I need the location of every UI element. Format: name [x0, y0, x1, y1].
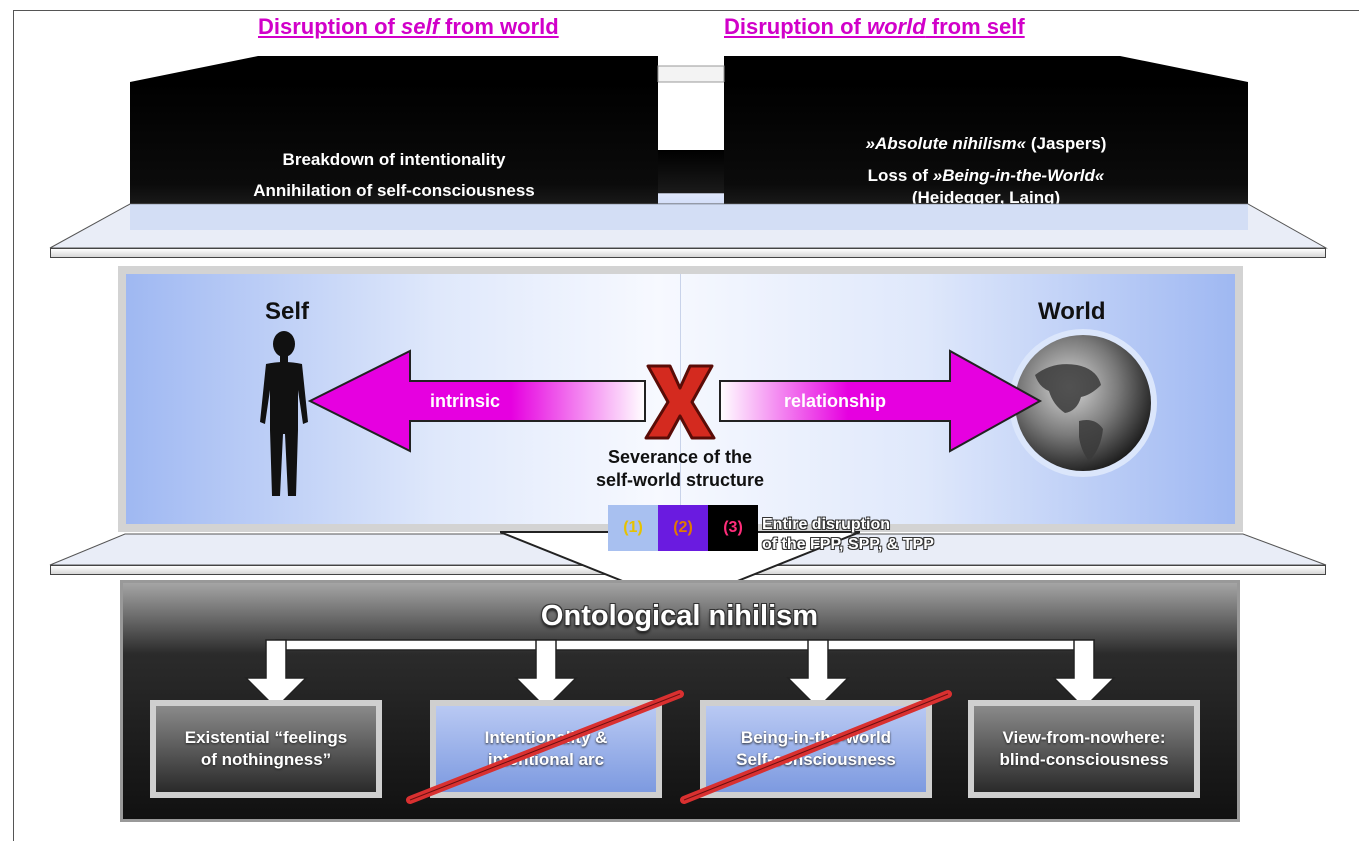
intrinsic-relationship-arrow: [307, 349, 1043, 453]
ontological-nihilism-title: Ontological nihilism: [540, 600, 819, 632]
world-label: World: [1038, 298, 1106, 325]
view-from-nowhere-box: View-from-nowhere: blind-consciousness: [968, 700, 1200, 798]
heading-self-from-world: Disruption of self from world: [258, 14, 559, 40]
branch-arrows: [244, 639, 1116, 710]
heading-left-part1: Disruption of: [258, 14, 401, 39]
heading-left-em: self: [400, 14, 439, 39]
globe-icon: [1009, 329, 1157, 477]
upper-shelf-edge: [50, 248, 1326, 258]
top-right-line3: (Heidegger, Laing): [911, 188, 1061, 207]
self-label: Self: [265, 298, 310, 325]
arrow-relationship-text: relationship: [784, 391, 887, 411]
top-roof-shapes: [130, 56, 1248, 83]
being-in-the-world-text: »Being-in-the-World«: [932, 166, 1105, 185]
top-left-line1: Breakdown of intentionality: [282, 150, 506, 169]
existential-line2: of nothingness”: [200, 750, 332, 769]
absolute-nihilism-text: »Absolute nihilism«: [865, 134, 1027, 153]
heading-left-part2: from world: [438, 14, 559, 39]
heading-world-from-self: Disruption of world from self: [724, 14, 1025, 40]
top-right-line2: Loss of »Being-in-the-World«: [724, 166, 1248, 186]
spp-number-box: (2): [658, 505, 708, 551]
upper-shelf-glass: [49, 203, 1328, 266]
tpp-number-box: (3): [708, 505, 758, 551]
loss-of-text: Loss of: [867, 166, 933, 185]
view-line2: blind-consciousness: [999, 750, 1169, 769]
severance-line1: Severance of the: [607, 447, 753, 467]
frame-top-border: [13, 10, 1359, 11]
fpp-number-box: (1): [608, 505, 658, 551]
jaspers-text: (Jaspers): [1026, 134, 1107, 153]
severance-text: Severance of the self-world structure: [560, 446, 800, 492]
strike-lines: [406, 690, 952, 804]
person-silhouette-icon: [260, 331, 308, 496]
frame-left-border: [13, 10, 14, 841]
top-left-line2: Annihilation of self-consciousness: [253, 181, 535, 200]
existential-feelings-box: Existential “feelings of nothingness”: [150, 700, 382, 798]
arrow-intrinsic-text: intrinsic: [430, 391, 501, 411]
heading-right-em: world: [866, 14, 926, 39]
severance-line2: self-world structure: [595, 470, 765, 490]
severance-x-icon: [644, 364, 716, 440]
heading-right-part1: Disruption of: [724, 14, 867, 39]
disruption-line1: Entire disruption: [762, 516, 890, 533]
view-line1: View-from-nowhere:: [1002, 728, 1166, 747]
disruption-line2: of the FPP, SPP, & TPP: [762, 536, 934, 553]
heading-right-part2: from self: [925, 14, 1025, 39]
existential-line1: Existential “feelings: [184, 728, 348, 747]
entire-disruption-text: Entire disruption of the FPP, SPP, & TPP: [762, 515, 934, 555]
top-right-line1: »Absolute nihilism« (Jaspers): [724, 134, 1248, 154]
